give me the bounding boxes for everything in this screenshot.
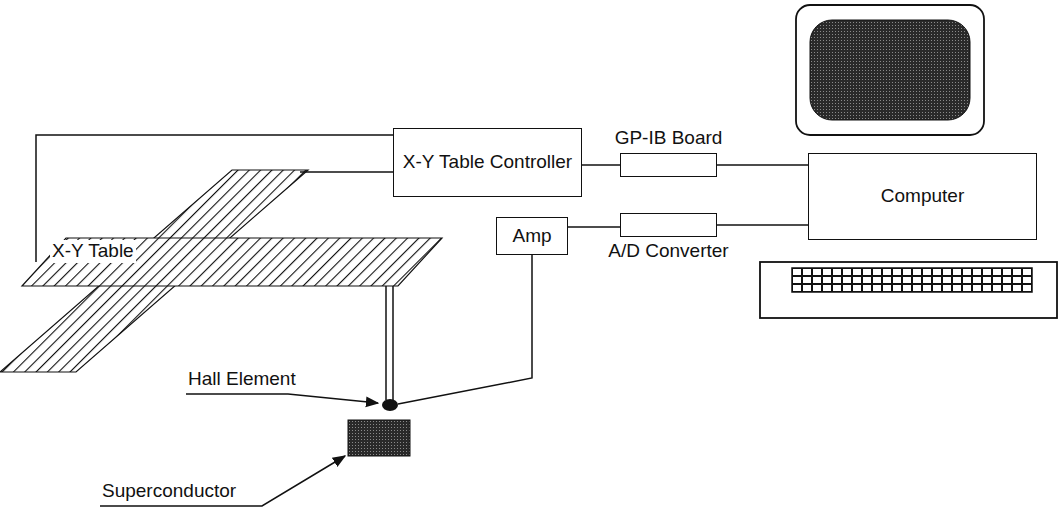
control-wire	[36, 135, 393, 262]
part-label: Superconductor	[100, 480, 238, 503]
part-label: Hall Element	[186, 368, 298, 391]
monitor	[796, 5, 984, 135]
hall-probe	[382, 286, 398, 411]
process-box: X-Y Table Controller	[393, 128, 582, 197]
box-label: X-Y Table Controller	[403, 151, 572, 174]
process-box: Computer	[808, 153, 1037, 240]
part-label: X-Y Table	[50, 240, 136, 263]
connector	[717, 164, 808, 166]
leader-line	[186, 394, 378, 403]
box-label: Amp	[512, 225, 551, 248]
connector	[568, 226, 620, 228]
signal-wire	[398, 255, 532, 404]
keyboard	[760, 262, 1057, 318]
connector	[582, 164, 620, 166]
superconductor	[348, 420, 410, 456]
process-box: A/D Converter	[620, 213, 717, 237]
box-label: GP-IB Board	[613, 127, 725, 150]
x-y-table	[0, 170, 442, 372]
process-box: GP-IB Board	[620, 153, 717, 177]
box-label: A/D Converter	[606, 240, 730, 263]
process-box: Amp	[496, 217, 568, 255]
connector	[717, 224, 808, 226]
leader-line	[100, 456, 345, 506]
box-label: Computer	[881, 185, 964, 208]
